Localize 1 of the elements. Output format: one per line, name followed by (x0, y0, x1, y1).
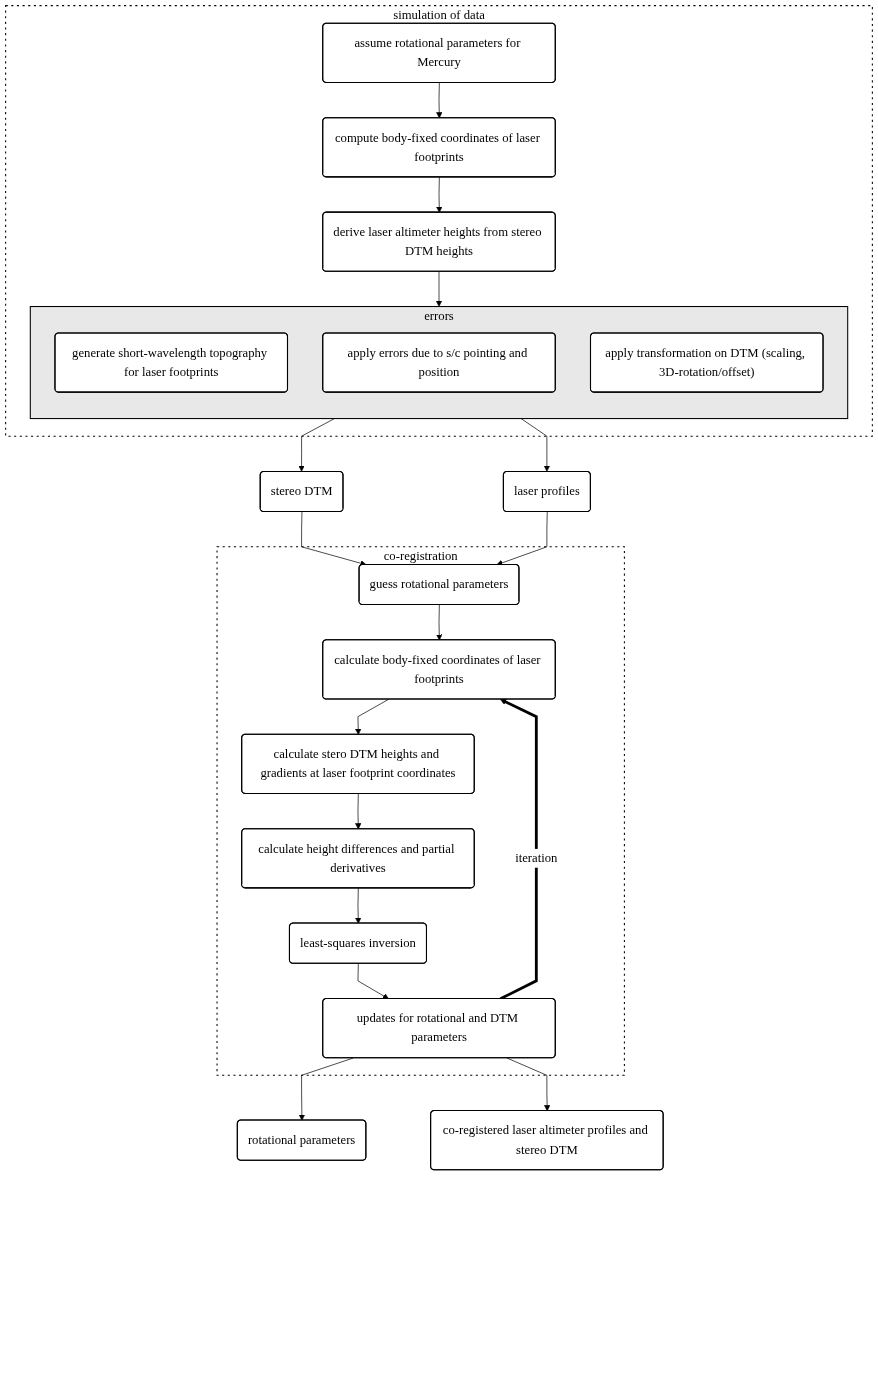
edge-label: iteration (515, 850, 558, 865)
